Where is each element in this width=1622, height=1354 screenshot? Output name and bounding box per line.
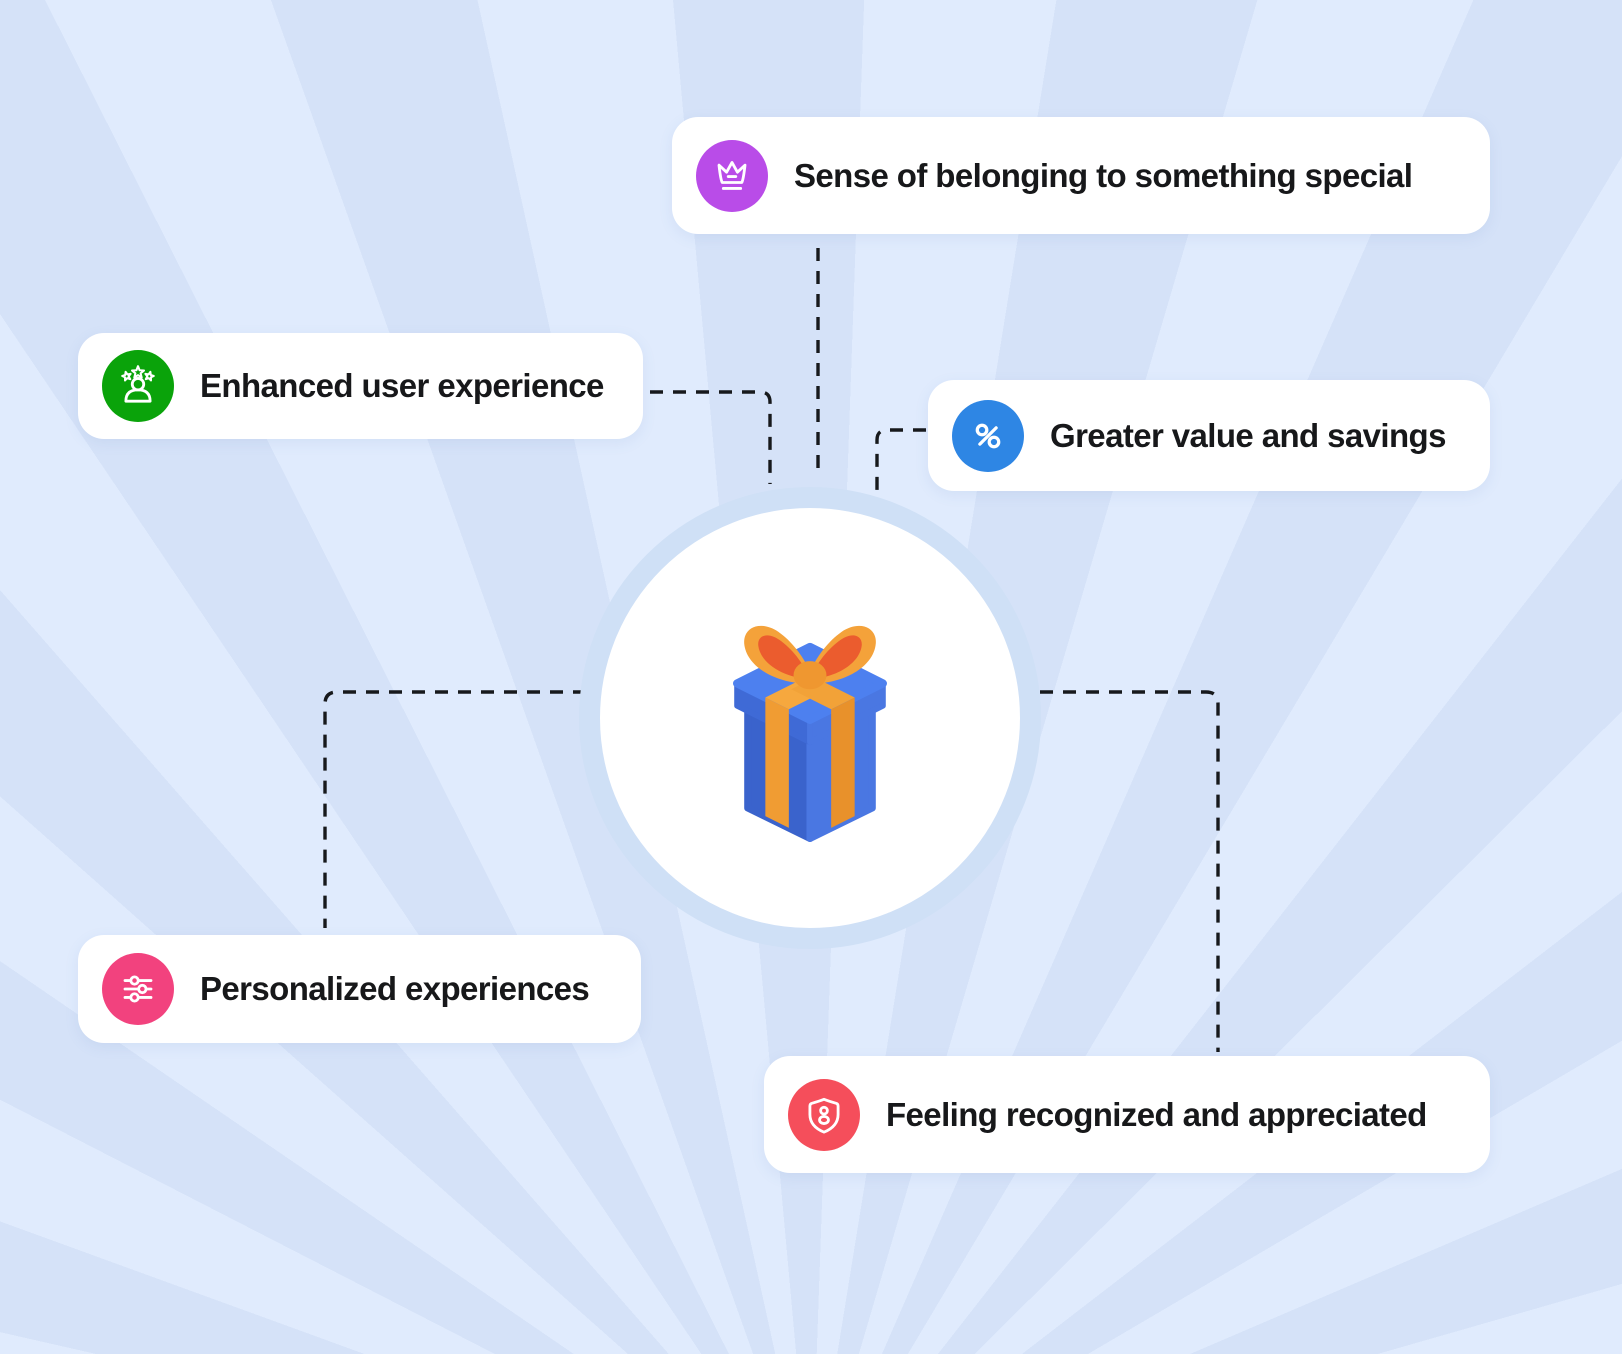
- crown-icon: [696, 139, 768, 212]
- shield-user-icon: [788, 1078, 860, 1151]
- card-label: Sense of belonging to something special: [794, 156, 1413, 194]
- card-belonging: Sense of belonging to something special: [672, 117, 1490, 234]
- center-circle: [579, 487, 1041, 949]
- percent-icon: [952, 399, 1024, 472]
- card-label: Personalized experiences: [200, 970, 590, 1007]
- connector-value-card: [875, 428, 926, 492]
- card-personalized: Personalized experiences: [78, 935, 641, 1043]
- card-label: Greater value and savings: [1050, 416, 1446, 454]
- card-label: Enhanced user experience: [200, 367, 604, 404]
- connector-recognized-card: [1040, 690, 1220, 1052]
- connector-ux-card: [650, 390, 772, 484]
- card-recognized: Feeling recognized and appreciated: [764, 1056, 1490, 1173]
- sliders-icon: [102, 953, 174, 1025]
- card-label: Feeling recognized and appreciated: [886, 1095, 1427, 1133]
- gift-box-illustration: [733, 625, 887, 843]
- card-enhanced-ux: Enhanced user experience: [78, 333, 643, 439]
- connector-personalized-card: [323, 690, 586, 928]
- user-stars-icon: [102, 350, 174, 422]
- card-value-savings: Greater value and savings: [928, 380, 1490, 491]
